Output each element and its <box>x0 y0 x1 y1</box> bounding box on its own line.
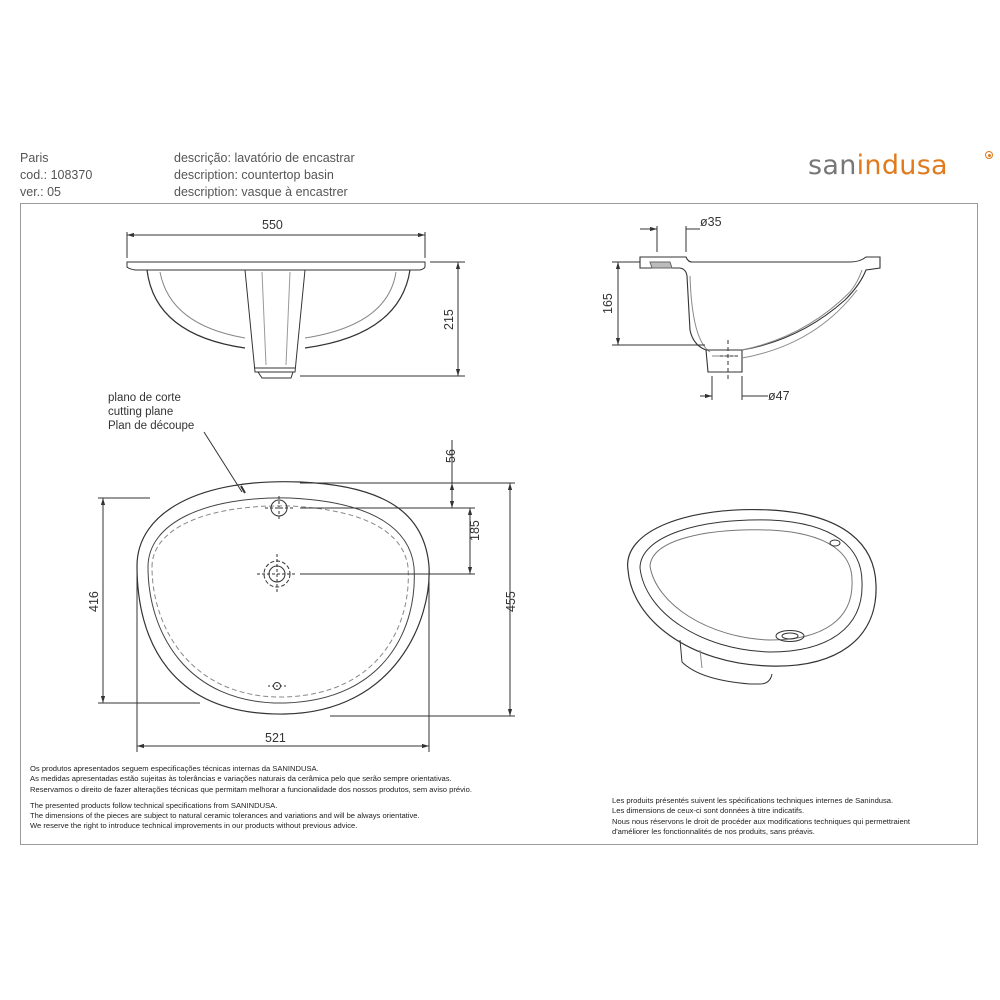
note-line: We reserve the right to introduce techni… <box>30 821 358 831</box>
product-info: Paris cod.: 108370 ver.: 05 <box>20 150 92 201</box>
legal-notes-fr: Les produits présentés suivent les spéci… <box>612 796 910 837</box>
front-elevation <box>126 232 465 379</box>
legal-notes-pt-en: Os produtos apresentados seguem especifi… <box>30 764 472 832</box>
note-line: Nous nous réservons le droit de procéder… <box>612 816 911 826</box>
note-line: Les produits présentés suivent les spéci… <box>612 796 894 805</box>
note-line: Reservamos o direito de fazer alterações… <box>30 784 472 794</box>
section-view <box>612 226 881 400</box>
dim-plan-offset: 56 <box>444 449 458 463</box>
product-name: Paris <box>20 151 49 165</box>
logo-text-san: san <box>808 150 857 181</box>
perspective-view <box>627 508 877 685</box>
product-descriptions: descrição: lavatório de encastrar descri… <box>174 150 355 201</box>
sanindusa-logo: sanindusa <box>808 150 948 181</box>
cutting-plane-label-en: cutting plane <box>108 406 173 418</box>
logo-mark-icon <box>985 151 993 159</box>
cutting-plane-label-fr: Plan de découpe <box>108 420 194 432</box>
drawing-frame <box>20 203 978 845</box>
dim-drain-diameter: ø47 <box>768 389 790 403</box>
note-line: Os produtos apresentados seguem especifi… <box>30 764 319 773</box>
dim-top-height: 215 <box>442 309 456 330</box>
logo-text-indusa: indusa <box>856 150 948 181</box>
note-line: The presented products follow technical … <box>30 800 278 810</box>
dim-plan-width: 521 <box>265 731 286 745</box>
dim-plan-drain-offset: 185 <box>468 520 482 541</box>
dim-section-height: 165 <box>601 293 615 314</box>
note-line: The dimensions of the pieces are subject… <box>30 811 420 821</box>
dim-top-width: 550 <box>262 218 283 232</box>
cutting-plane-label-pt: plano de corte <box>108 392 181 404</box>
dim-hole-diameter: ø35 <box>700 215 722 229</box>
product-version: ver.: 05 <box>20 185 61 199</box>
product-code: cod.: 108370 <box>20 168 93 182</box>
description-fr: description: vasque à encastrer <box>174 185 348 199</box>
description-en: description: countertop basin <box>174 168 334 182</box>
description-pt: descrição: lavatório de encastrar <box>174 151 355 165</box>
note-line: d'améliorer les fonctionnalités de nos p… <box>612 826 815 836</box>
dim-plan-outer-depth: 455 <box>504 591 518 612</box>
note-line: As medidas apresentadas estão sujeitas à… <box>30 774 452 784</box>
note-line: Les dimensions de ceux-ci sont données à… <box>612 806 805 816</box>
dim-plan-inner-depth: 416 <box>87 591 101 612</box>
plan-view <box>98 431 515 752</box>
